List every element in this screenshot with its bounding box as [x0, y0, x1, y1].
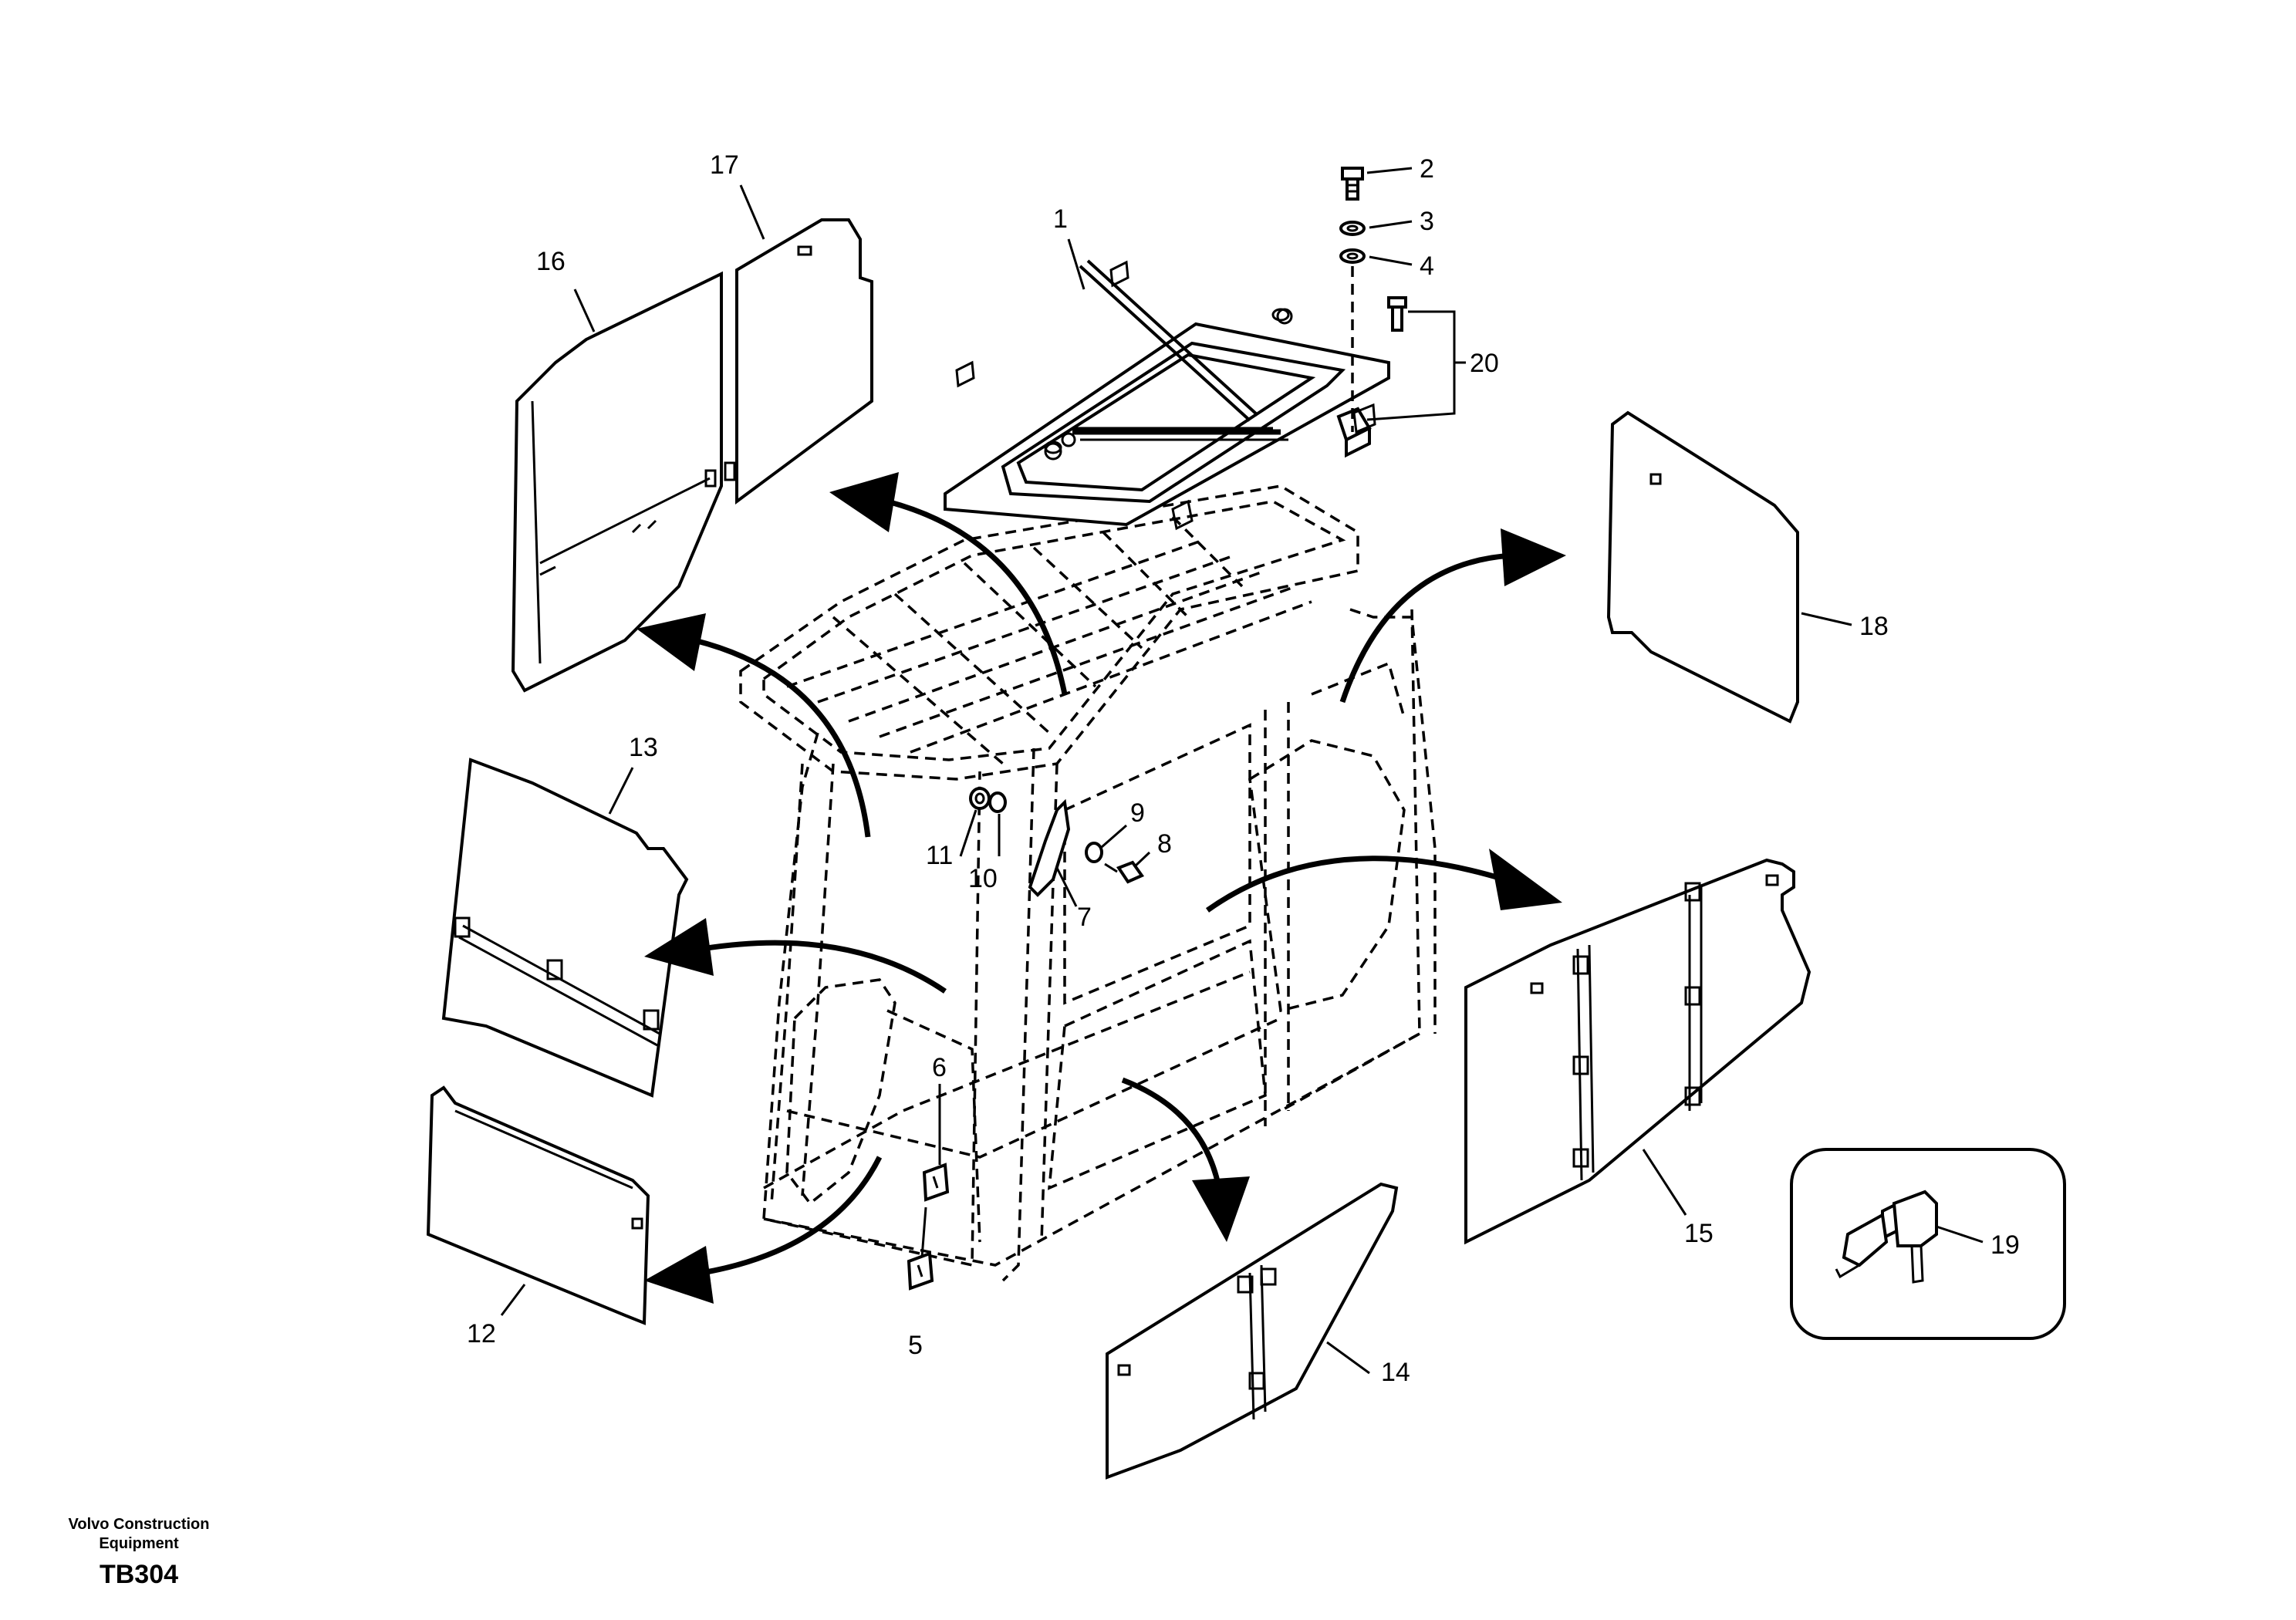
callout-19: 19 — [1990, 1230, 2020, 1260]
bracket-5 — [907, 1251, 934, 1291]
callout-8: 8 — [1157, 829, 1172, 859]
callout-14: 14 — [1381, 1358, 1410, 1387]
callout-1: 1 — [1053, 204, 1068, 234]
callout-12: 12 — [467, 1319, 496, 1348]
glass-panel-17 — [724, 218, 873, 505]
glass-panel-12 — [426, 1085, 650, 1325]
detail-box-19 — [1790, 1148, 2066, 1340]
callout-4: 4 — [1420, 251, 1434, 281]
removal-arrows — [636, 472, 1566, 1304]
callout-17: 17 — [710, 150, 739, 180]
callout-16: 16 — [536, 247, 566, 276]
glass-panel-13 — [441, 758, 689, 1098]
glass-panel-16 — [511, 271, 723, 693]
callout-6: 6 — [932, 1053, 947, 1082]
lever-7 — [1028, 798, 1071, 897]
hatch-hinge — [1079, 259, 1259, 422]
callout-9: 9 — [1130, 798, 1145, 828]
hatch-bracket — [1336, 407, 1372, 458]
callout-11: 11 — [926, 841, 953, 870]
callout-2: 2 — [1420, 154, 1434, 184]
callout-labels: 1 2 3 4 5 6 7 8 9 10 11 12 13 14 15 16 1… — [467, 150, 2020, 1387]
callout-7: 7 — [1077, 903, 1092, 932]
bracket-6 — [922, 1163, 950, 1202]
drawing-code: TB304 — [99, 1560, 179, 1589]
nut-11 — [969, 787, 991, 810]
bolt-2 — [1341, 167, 1364, 201]
brand-name-line1: Volvo Construction — [68, 1516, 210, 1533]
glass-panel-18 — [1606, 410, 1799, 724]
leader-lines — [500, 167, 1984, 1375]
callout-15: 15 — [1684, 1219, 1714, 1248]
cab-frame-outline — [739, 484, 1437, 1282]
bolt-20 — [1387, 296, 1407, 332]
callout-10: 10 — [968, 864, 998, 893]
glass-panel-15 — [1464, 858, 1811, 1245]
glass-panel-14 — [1106, 1182, 1399, 1480]
brand-name-line2: Equipment — [99, 1535, 179, 1552]
callout-5: 5 — [908, 1331, 923, 1360]
washer-3 — [1339, 221, 1366, 236]
washer-9 — [1085, 842, 1103, 863]
roof-hatch — [944, 260, 1390, 531]
callout-13: 13 — [629, 733, 658, 762]
callout-3: 3 — [1420, 207, 1434, 236]
washer-10 — [988, 791, 1007, 813]
bolt-8 — [1104, 860, 1145, 884]
callout-18: 18 — [1859, 612, 1889, 641]
callout-20: 20 — [1470, 349, 1499, 378]
washer-4 — [1339, 248, 1366, 264]
